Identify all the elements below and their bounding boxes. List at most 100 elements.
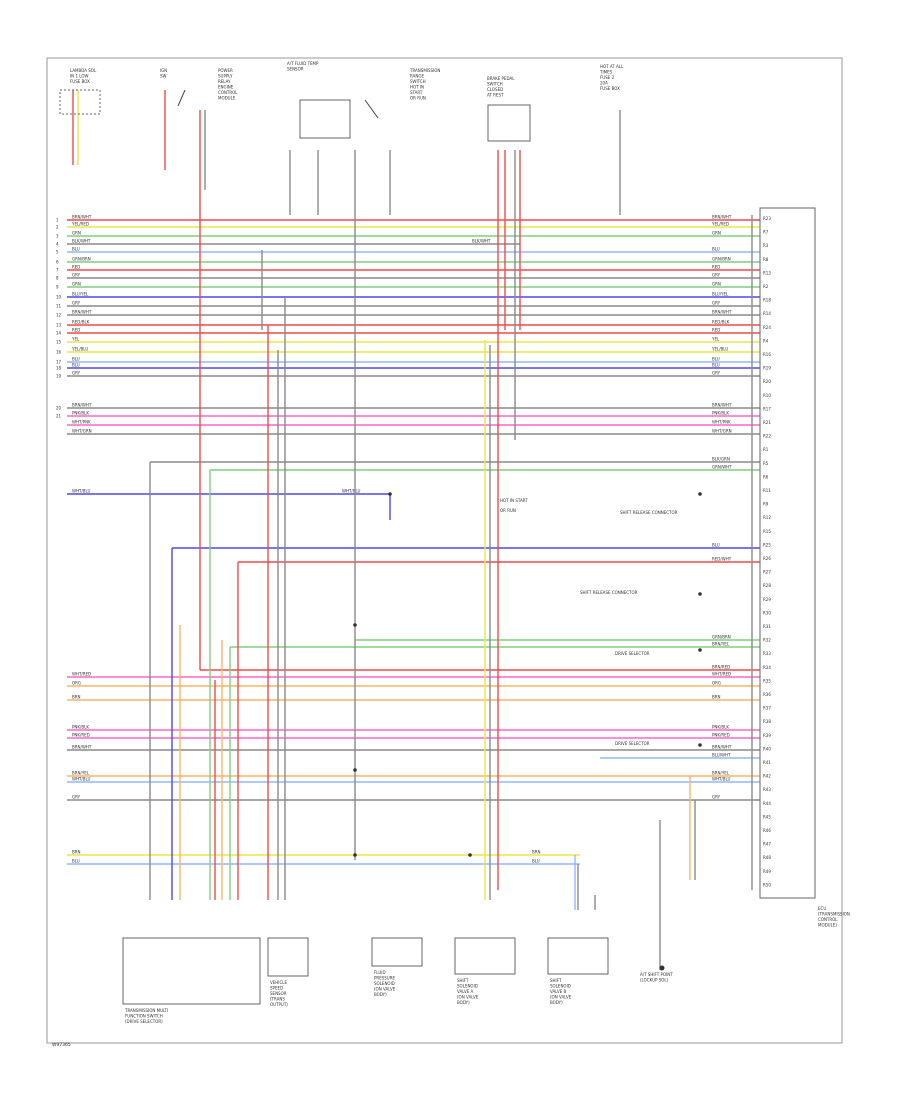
top-component-4-line-5: OR RUN (410, 96, 426, 101)
tcm-pin-49: R50 (763, 882, 771, 887)
bottom-component-box-2 (371, 937, 423, 967)
left-number-17: 18 (56, 366, 62, 371)
top-component-6-line-0: HOT AT ALL (600, 64, 624, 69)
wire-label-right-34: PNK/BLK (712, 725, 729, 730)
wire-label-left-38: BRN/YEL (72, 771, 90, 776)
left-number-16: 17 (56, 360, 62, 365)
wire-label-left-21: WHT/PNK (72, 420, 91, 425)
tcm-pin-35: R36 (763, 692, 771, 697)
left-number-15: 16 (56, 350, 62, 355)
wire-label-left-32: ORG (72, 681, 81, 686)
tcm-pin-29: R30 (763, 610, 771, 615)
inline-label-0: SHIFT RELEASE CONNECTOR (580, 590, 638, 595)
top-component-2-line-2: RELAY (218, 79, 231, 84)
wire-label-left-40: GRY (72, 795, 81, 800)
tcm-pin-13: R10 (763, 393, 771, 398)
tcm-pin-47: R48 (763, 855, 771, 860)
top-component-2-line-3: ENGINE (218, 85, 234, 90)
right-module: R23R7R3R8R13R2R18R14R24R4R16R19R20R10R17… (759, 207, 850, 928)
bottom-component-0-line-0: TRANSMISSION MULTI (124, 1008, 168, 1013)
bottom-component-box-1 (267, 937, 309, 977)
left-number-9: 10 (56, 295, 62, 300)
bottom-component-2-line-0: FLUID (374, 970, 386, 975)
range-switch-lever (364, 99, 379, 119)
bottom-component-4-line-3: (ON VALVE (550, 995, 572, 1000)
wire-label-left-9: BLU/YEL (72, 292, 89, 297)
inline-label-1: SHIFT RELEASE CONNECTOR (620, 510, 678, 515)
tcm-pin-38: R39 (763, 733, 771, 738)
tcm-pin-11: R19 (763, 366, 771, 371)
wire-label-right-4: BLU (712, 247, 720, 252)
top-component-0-line-0: LAMBDA SOL (70, 68, 97, 73)
wire-label-right-14: YEL (711, 337, 720, 342)
wire-label-right-5: GRN/BRN (712, 257, 731, 262)
tcm-pin-42: R43 (763, 787, 771, 792)
bottom-component-2-line-3: (ON VALVE (374, 987, 396, 992)
tcm-pin-32: R33 (763, 651, 771, 656)
wire-label-left-20: PNK/BLK (72, 411, 89, 416)
tcm-pin-46: R47 (763, 842, 771, 847)
tcm-pin-4: R13 (763, 270, 771, 275)
wire-label-right-39: WHT/BLU (712, 777, 731, 782)
wire-label-left-10: GRY (72, 301, 81, 306)
bottom-component-3-line-2: VALVE A (457, 989, 474, 994)
left-number-20: 21 (56, 414, 62, 419)
wire-label-left-34: PNK/BLK (72, 725, 89, 730)
top-component-6-line-3: 20A (600, 81, 608, 86)
splice-dot-7 (698, 743, 702, 747)
tcm-pin-17: R1 (763, 447, 769, 452)
top-component-4-line-0: TRANSMISSION (409, 68, 440, 73)
top-component-2-line-0: POWER (218, 68, 233, 73)
wire-label-right-30: BRN/RED (712, 665, 730, 670)
bottom-component-box-3 (454, 937, 516, 975)
wire-label-right-32: ORG (712, 681, 721, 686)
bottom-component-5-line-0: A/T SHIFT POINT (640, 972, 673, 977)
wire-label-right-22: WHT/GRN (712, 429, 732, 434)
top-component-0-line-2: FUSE BOX (70, 79, 90, 84)
tcm-pin-7: R14 (763, 311, 771, 316)
top-component-5-line-0: BRAKE PEDAL (487, 76, 515, 81)
tcm-pin-43: R44 (763, 801, 771, 806)
left-number-5: 6 (56, 260, 59, 265)
left-number-12: 13 (56, 323, 62, 328)
brake-switch-box (487, 104, 531, 142)
tcm-module-box (759, 207, 816, 899)
bottom-component-3-line-3: (ON VALVE (457, 995, 479, 1000)
bottom-component-1-line-4: OUTPUT) (270, 1002, 288, 1007)
wire-label-right-3: BLK/WHT (472, 239, 491, 244)
bottom-component-1-line-0: VEHICLE (270, 980, 287, 985)
tcm-pin-28: R29 (763, 597, 771, 602)
footer-code: W97365 (52, 1042, 71, 1048)
bottom-component-2-line-4: BODY) (374, 992, 387, 997)
wire-label-left-14: YEL (71, 337, 80, 342)
tcm-label-line-2: CONTROL (818, 917, 838, 922)
wire-label-right-40: GRY (712, 795, 721, 800)
tcm-pin-15: R21 (763, 420, 771, 425)
top-component-4-line-1: RANGE (410, 74, 424, 79)
tcm-pin-9: R4 (763, 338, 769, 343)
tcm-pin-0: R23 (763, 216, 771, 221)
wire-label-left-0: BRN/WHT (72, 215, 92, 220)
wire-label-right-24: GRN/WHT (712, 465, 732, 470)
wire-label-right-18: GRY (712, 371, 721, 376)
tcm-pin-39: R40 (763, 746, 771, 751)
wire-label-left-36: BRN/WHT (72, 745, 92, 750)
top-component-5-line-2: CLOSED (487, 87, 503, 92)
wire-label-left-5: GRN/BRN (72, 257, 91, 262)
wire-label-left-11: BRN/WHT (72, 310, 92, 315)
wire-label-left-6: RED (72, 265, 80, 270)
wire-label-right-12: RED/BLK (712, 320, 730, 325)
bottom-component-0-line-2: (DRIVE SELECTOR) (125, 1019, 163, 1024)
splice-dot-6 (698, 648, 702, 652)
wire-label-right-9: BLU/YEL (712, 292, 729, 297)
vertical-wire-group (72, 90, 753, 970)
bottom-component-2-line-1: PRESSURE (374, 976, 396, 981)
wire-label-right-13: RED (712, 328, 720, 333)
tcm-pin-2: R3 (763, 243, 769, 248)
tcm-pin-12: R20 (763, 379, 771, 384)
top-component-2-line-1: SUPPLY (218, 74, 233, 79)
wire-label-left-18: GRY (72, 371, 81, 376)
